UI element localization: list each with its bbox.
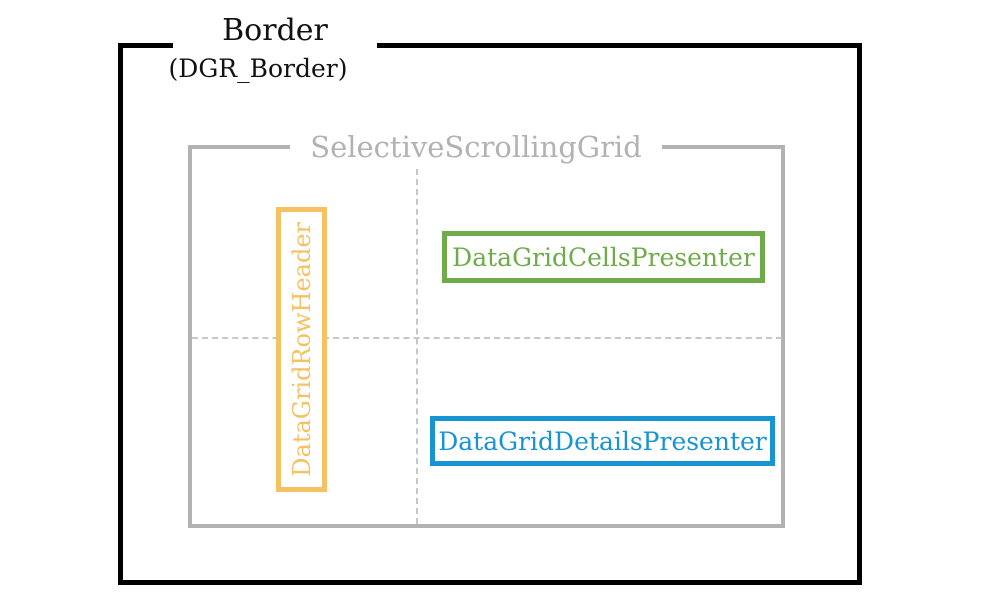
datagrid-details-presenter-label: DataGridDetailsPresenter xyxy=(438,426,767,456)
border-element-subtitle: (DGR_Border) xyxy=(168,54,348,83)
grid-column-split-line xyxy=(416,169,418,524)
datagrid-details-presenter-box: DataGridDetailsPresenter xyxy=(430,416,775,466)
border-element-title: Border xyxy=(173,12,377,50)
datagrid-row-header-label: DataGridRowHeader xyxy=(287,222,316,477)
datagrid-cells-presenter-label: DataGridCellsPresenter xyxy=(452,242,755,272)
grid-row-split-line xyxy=(192,337,782,339)
border-element-box xyxy=(118,43,862,585)
selective-scrolling-grid-title: SelectiveScrollingGrid xyxy=(290,132,662,163)
datagrid-cells-presenter-box: DataGridCellsPresenter xyxy=(442,231,765,283)
datagrid-row-header-box: DataGridRowHeader xyxy=(276,207,327,492)
